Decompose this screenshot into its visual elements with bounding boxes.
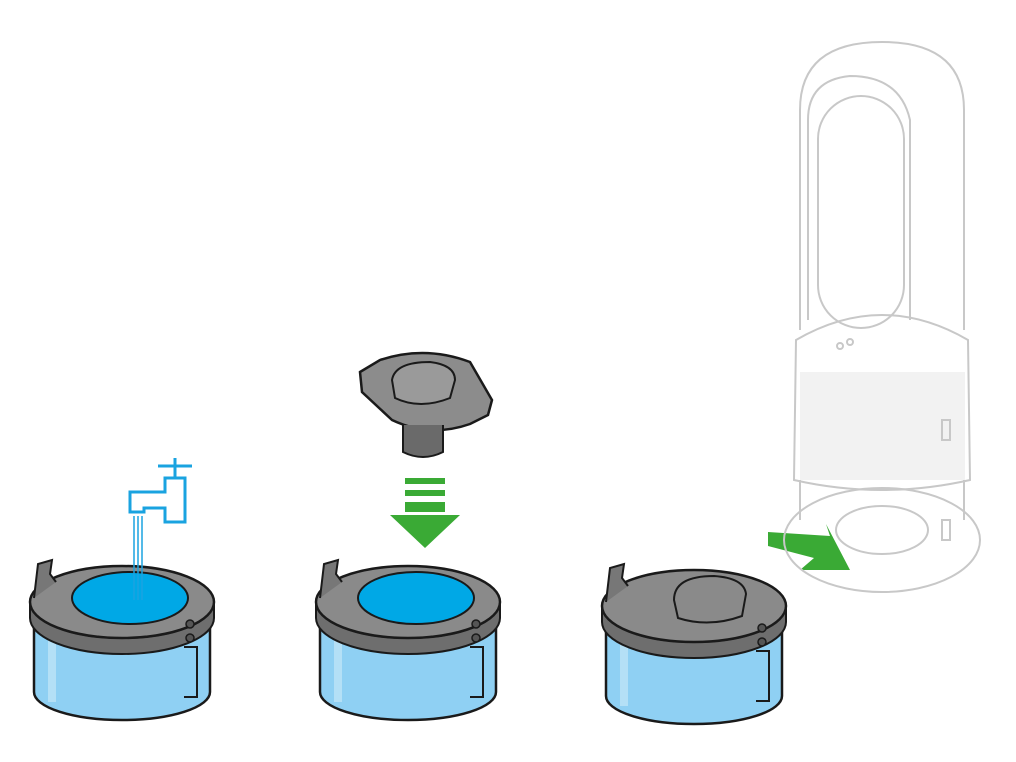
insert-arrow-icon	[768, 524, 850, 570]
purifier-humidifier-fan	[783, 40, 981, 593]
step-fill-tank	[30, 560, 214, 720]
step-insert-cap	[316, 560, 500, 720]
down-arrow-icon	[390, 478, 460, 548]
step-install-tank	[602, 564, 786, 724]
cap-part	[358, 351, 494, 458]
faucet-icon	[128, 458, 192, 600]
water-opening	[71, 571, 189, 625]
